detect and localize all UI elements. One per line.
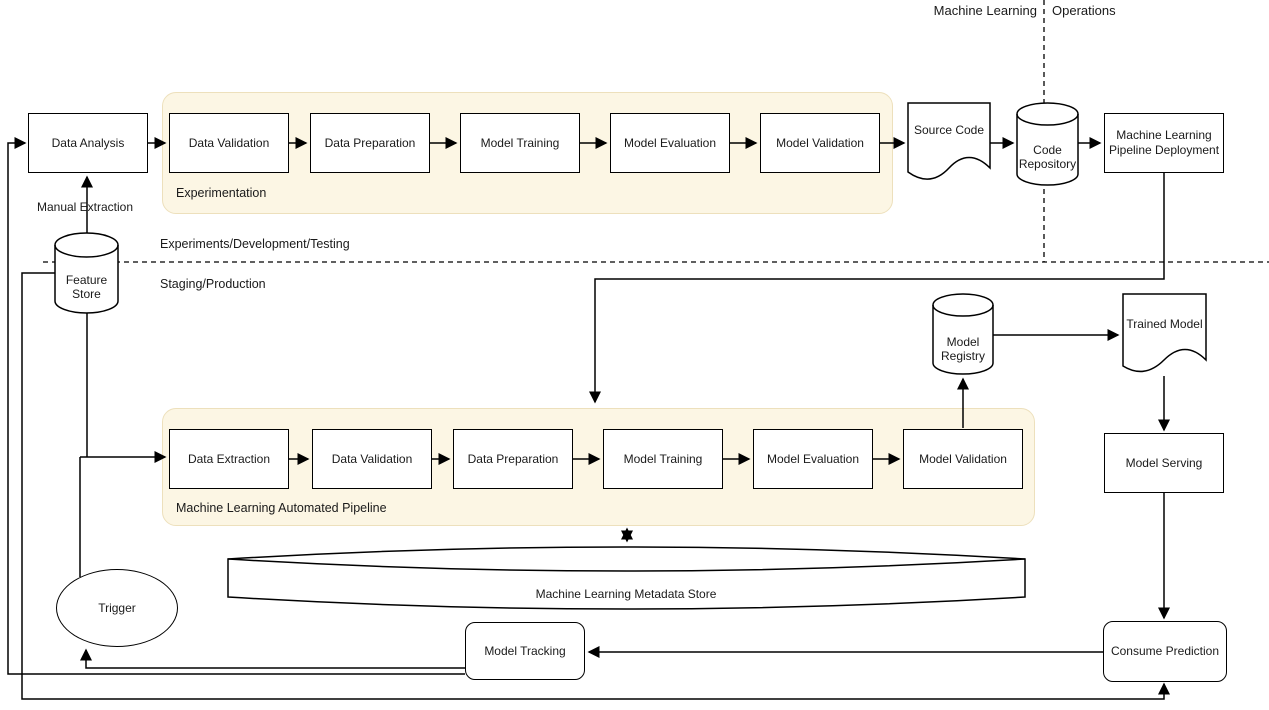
node-auto-data-preparation: Data Preparation — [453, 429, 573, 489]
edges — [7, 137, 1170, 700]
special-shapes — [54, 102, 1207, 610]
node-model-tracking: Model Tracking — [465, 622, 585, 680]
node-exp-data-validation: Data Validation — [169, 113, 289, 173]
edge-model-tracking-to-data-analysis — [7, 137, 465, 675]
node-auto-model-validation: Model Validation — [903, 429, 1023, 489]
node-consume-prediction: Consume Prediction — [1103, 621, 1227, 682]
automated-pipeline-container-label: Machine Learning Automated Pipeline — [176, 501, 387, 515]
node-exp-model-validation: Model Validation — [760, 113, 880, 173]
node-exp-model-training: Model Training — [460, 113, 580, 173]
metadata-store-disk-rim — [227, 558, 1026, 572]
operations-zone-label: Operations — [1052, 3, 1116, 18]
node-exp-model-evaluation: Model Evaluation — [610, 113, 730, 173]
node-model-serving: Model Serving — [1104, 433, 1224, 493]
node-auto-model-evaluation: Model Evaluation — [753, 429, 873, 489]
trained-model-document-shape — [1122, 293, 1207, 373]
model-registry-cylinder — [932, 293, 994, 375]
code-repository-cylinder-rim — [1016, 113, 1079, 126]
node-pipeline-deployment: Machine Learning Pipeline Deployment — [1104, 113, 1224, 173]
staging-zone-label: Staging/Production — [160, 277, 266, 291]
experimentation-container-label: Experimentation — [176, 186, 267, 200]
edge-deployment-to-automated-pipeline — [589, 173, 1165, 404]
edge-model-tracking-to-trigger — [80, 648, 465, 669]
experiments-zone-label: Experiments/Development/Testing — [160, 237, 350, 251]
node-exp-data-preparation: Data Preparation — [310, 113, 430, 173]
feature-store-cylinder — [54, 232, 119, 314]
node-auto-data-extraction: Data Extraction — [169, 429, 289, 489]
feature-store-cylinder-rim — [54, 244, 119, 258]
node-trigger: Trigger — [56, 569, 178, 647]
model-registry-cylinder-rim — [932, 304, 994, 317]
machine-learning-zone-label: Machine Learning — [933, 3, 1037, 18]
node-auto-data-validation: Data Validation — [312, 429, 432, 489]
node-data-analysis: Data Analysis — [28, 113, 148, 173]
code-repository-cylinder — [1016, 102, 1079, 186]
edge-feature-store-to-consume-prediction — [21, 272, 1170, 700]
source-code-document-shape — [907, 102, 991, 180]
automated-pipeline-container — [162, 408, 1035, 526]
node-auto-model-training: Model Training — [603, 429, 723, 489]
metadata-store-disk — [227, 546, 1026, 610]
